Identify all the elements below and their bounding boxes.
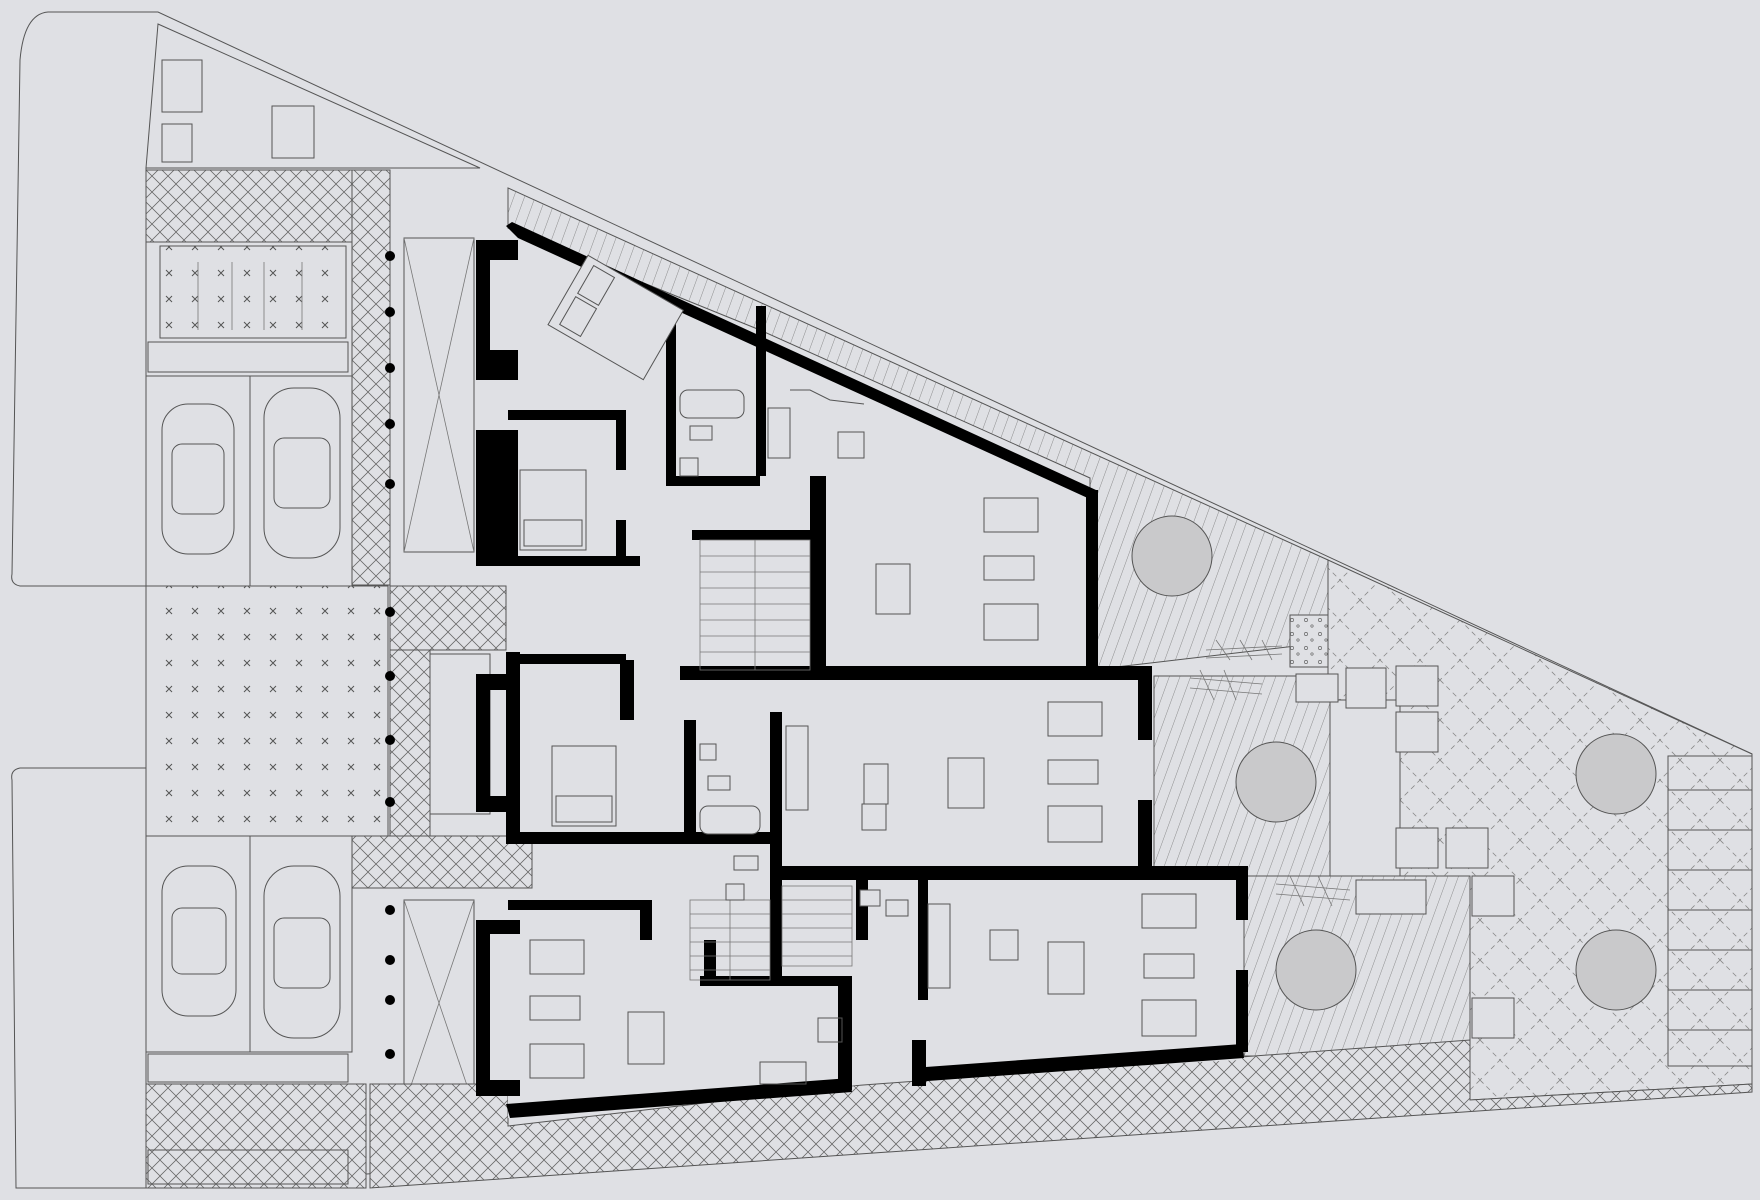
patio-table-2 <box>1235 741 1317 823</box>
boardwalk <box>1295 673 1753 1067</box>
car-4 <box>263 865 341 1039</box>
patio-table-1 <box>1131 515 1213 597</box>
sofa-middle-2 <box>1047 805 1103 843</box>
ramp-south <box>403 899 475 1107</box>
car-2 <box>263 387 341 559</box>
coffee-table-east <box>1143 953 1195 979</box>
bike-stands-north <box>197 262 303 330</box>
bike-rack-1 <box>1205 639 1283 661</box>
dining-table-middle <box>947 757 985 809</box>
bed-3 <box>551 745 617 827</box>
dining-table-east <box>1047 941 1085 995</box>
coffee-table-north <box>983 555 1035 581</box>
planters <box>1345 665 1515 1039</box>
patio-table-4 <box>1575 733 1657 815</box>
walls <box>476 222 1248 1118</box>
bed-2 <box>519 469 587 551</box>
sofa-north-1 <box>983 497 1039 533</box>
car-1 <box>161 403 235 555</box>
sofa-south-2 <box>529 1043 585 1079</box>
sofa-middle-1 <box>1047 701 1103 737</box>
coffee-table-south <box>529 995 581 1021</box>
patio-table-3 <box>1275 929 1357 1011</box>
dining-table-north <box>875 563 911 615</box>
kitchen-north <box>767 389 865 459</box>
kitchen-middle <box>785 725 889 831</box>
sofa-north-2 <box>983 603 1039 641</box>
bed-1 <box>547 254 684 381</box>
dining-table-south <box>627 1011 665 1065</box>
sofa-south-1 <box>529 939 585 975</box>
bathroom-north <box>679 389 745 477</box>
ramp-north <box>403 237 475 553</box>
plaza-cross-paving <box>145 585 507 837</box>
bollards <box>385 251 395 1059</box>
coffee-table-middle <box>1047 759 1099 785</box>
parking-north <box>145 23 481 587</box>
car-3 <box>161 865 237 1017</box>
sofa-east-1 <box>1141 893 1197 929</box>
staircase-core <box>781 885 853 967</box>
bike-rack-2 <box>1189 669 1263 701</box>
staircase-north <box>699 539 811 671</box>
patio-table-5 <box>1575 929 1657 1011</box>
bike-rack-3 <box>1275 875 1351 907</box>
parking-south <box>145 835 533 1189</box>
kitchen-south <box>759 903 1019 1085</box>
bathroom-south <box>725 855 909 917</box>
unit-middle <box>508 660 1148 872</box>
sofa-east-2 <box>1141 999 1197 1037</box>
bathroom-middle <box>699 743 761 835</box>
